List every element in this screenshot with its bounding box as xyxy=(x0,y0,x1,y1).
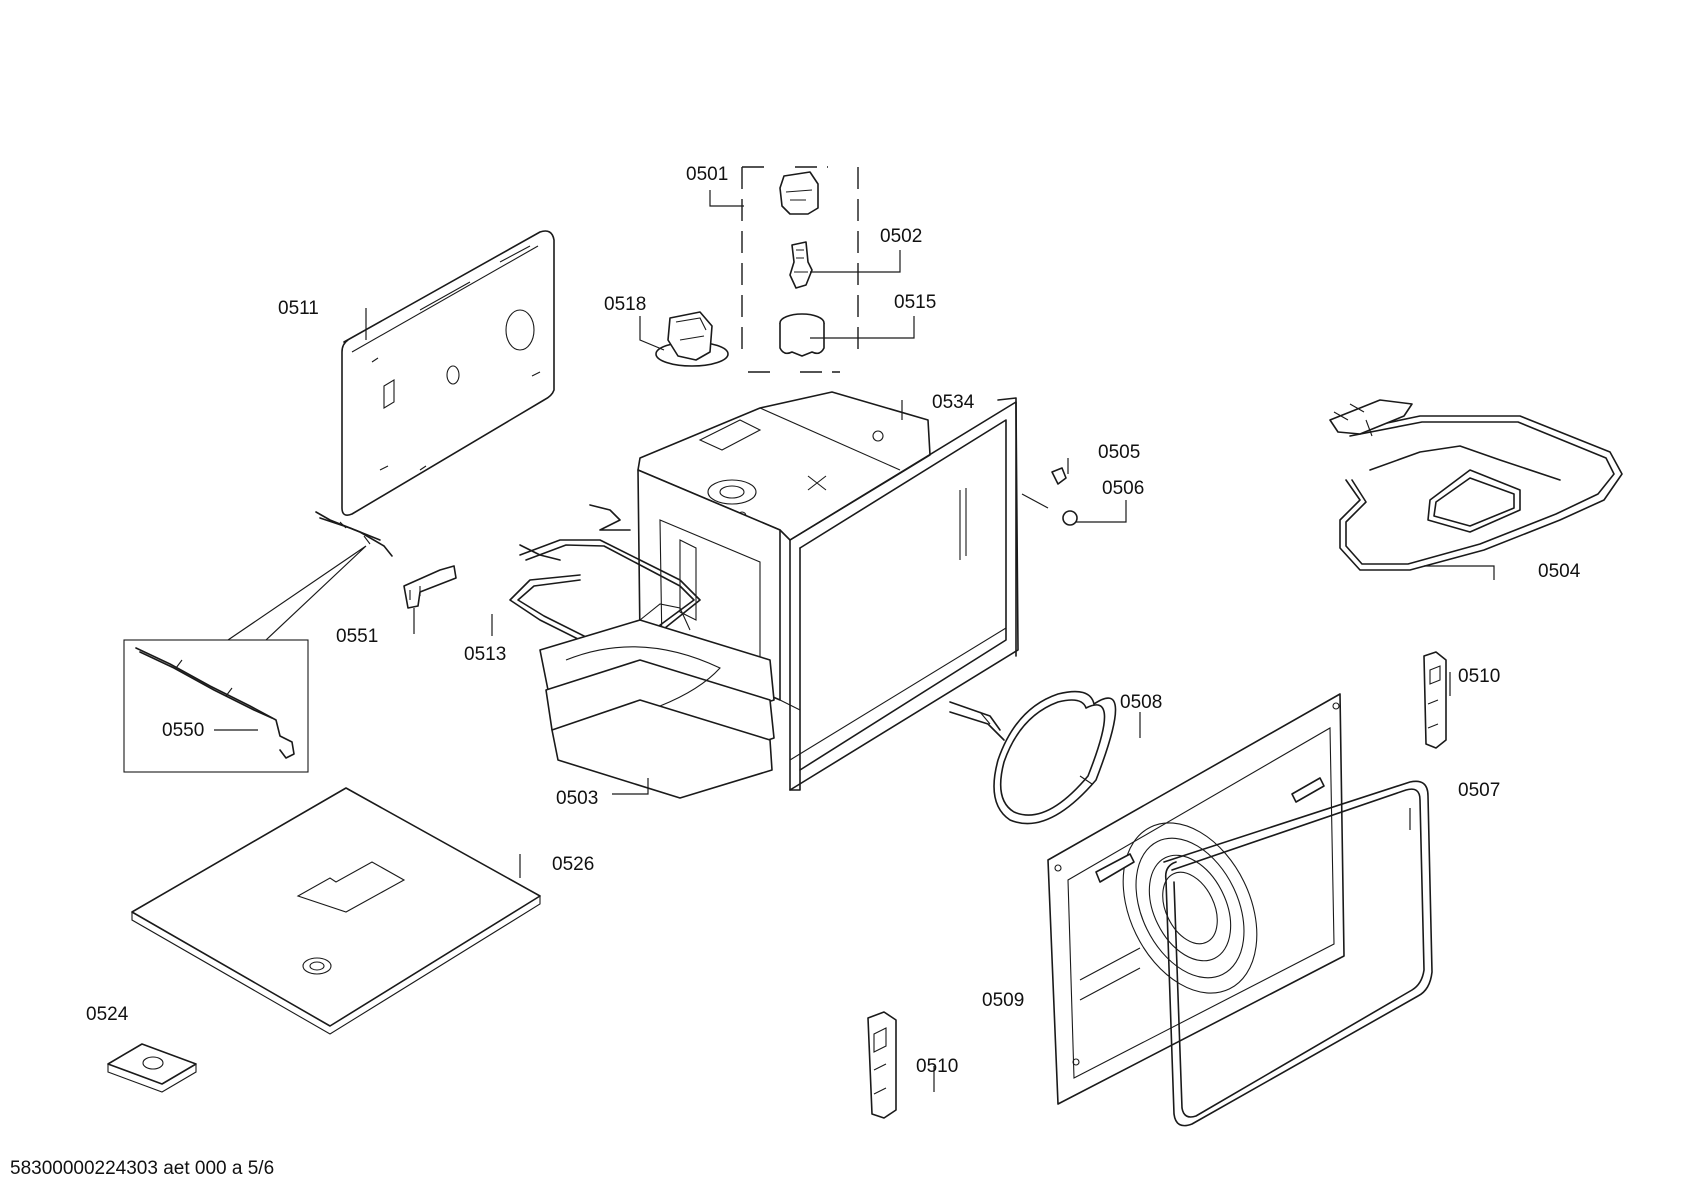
label-0507: 0507 xyxy=(1458,780,1500,801)
label-0526: 0526 xyxy=(552,854,594,875)
hinge-part-lower xyxy=(867,1011,897,1119)
leader-lines xyxy=(214,190,1495,1092)
label-0518: 0518 xyxy=(604,294,646,315)
grill-heater-part xyxy=(1329,399,1623,571)
screw-part-0505 xyxy=(1051,467,1067,485)
ball-part-0506 xyxy=(1062,510,1078,526)
label-0506: 0506 xyxy=(1102,478,1144,499)
label-0551: 0551 xyxy=(336,626,378,647)
socket-part-0518 xyxy=(655,311,729,367)
top-heater-part xyxy=(509,504,701,651)
label-0501: 0501 xyxy=(686,164,728,185)
label-0505: 0505 xyxy=(1098,442,1140,463)
lamp-holder-part xyxy=(789,241,813,289)
rear-wall-part xyxy=(1047,693,1345,1105)
label-0508: 0508 xyxy=(1120,692,1162,713)
base-plate-part xyxy=(131,787,541,1035)
label-0510-upper: 0510 xyxy=(1458,666,1500,687)
label-0513: 0513 xyxy=(464,644,506,665)
foot-part xyxy=(107,1043,197,1093)
label-0509: 0509 xyxy=(982,990,1024,1011)
detail-inset-0550 xyxy=(123,545,367,773)
back-panel-part xyxy=(341,230,555,516)
label-0504: 0504 xyxy=(1538,561,1581,582)
hinge-part-upper xyxy=(1423,651,1447,749)
drawing-reference-footer: 58300000224303 aet 000 a 5/6 xyxy=(10,1158,275,1179)
label-0534: 0534 xyxy=(932,392,975,413)
label-0503: 0503 xyxy=(556,788,598,809)
label-0550: 0550 xyxy=(162,720,204,741)
bottom-heater-part xyxy=(539,603,775,799)
label-0511: 0511 xyxy=(278,298,319,319)
label-0515: 0515 xyxy=(894,292,936,313)
sensor-bracket-part xyxy=(315,511,457,609)
circular-heater-part xyxy=(949,690,1117,825)
door-seal-part xyxy=(1163,780,1433,1127)
part-labels: 0501 0502 0515 0518 0511 0534 0505 0506 … xyxy=(86,164,1581,1077)
lamp-cover-part xyxy=(779,171,819,215)
lamp-glass-part xyxy=(779,313,825,357)
label-0502: 0502 xyxy=(880,226,922,247)
lamp-assembly-group xyxy=(741,166,859,373)
label-0510-lower: 0510 xyxy=(916,1056,958,1077)
label-0524: 0524 xyxy=(86,1004,129,1025)
